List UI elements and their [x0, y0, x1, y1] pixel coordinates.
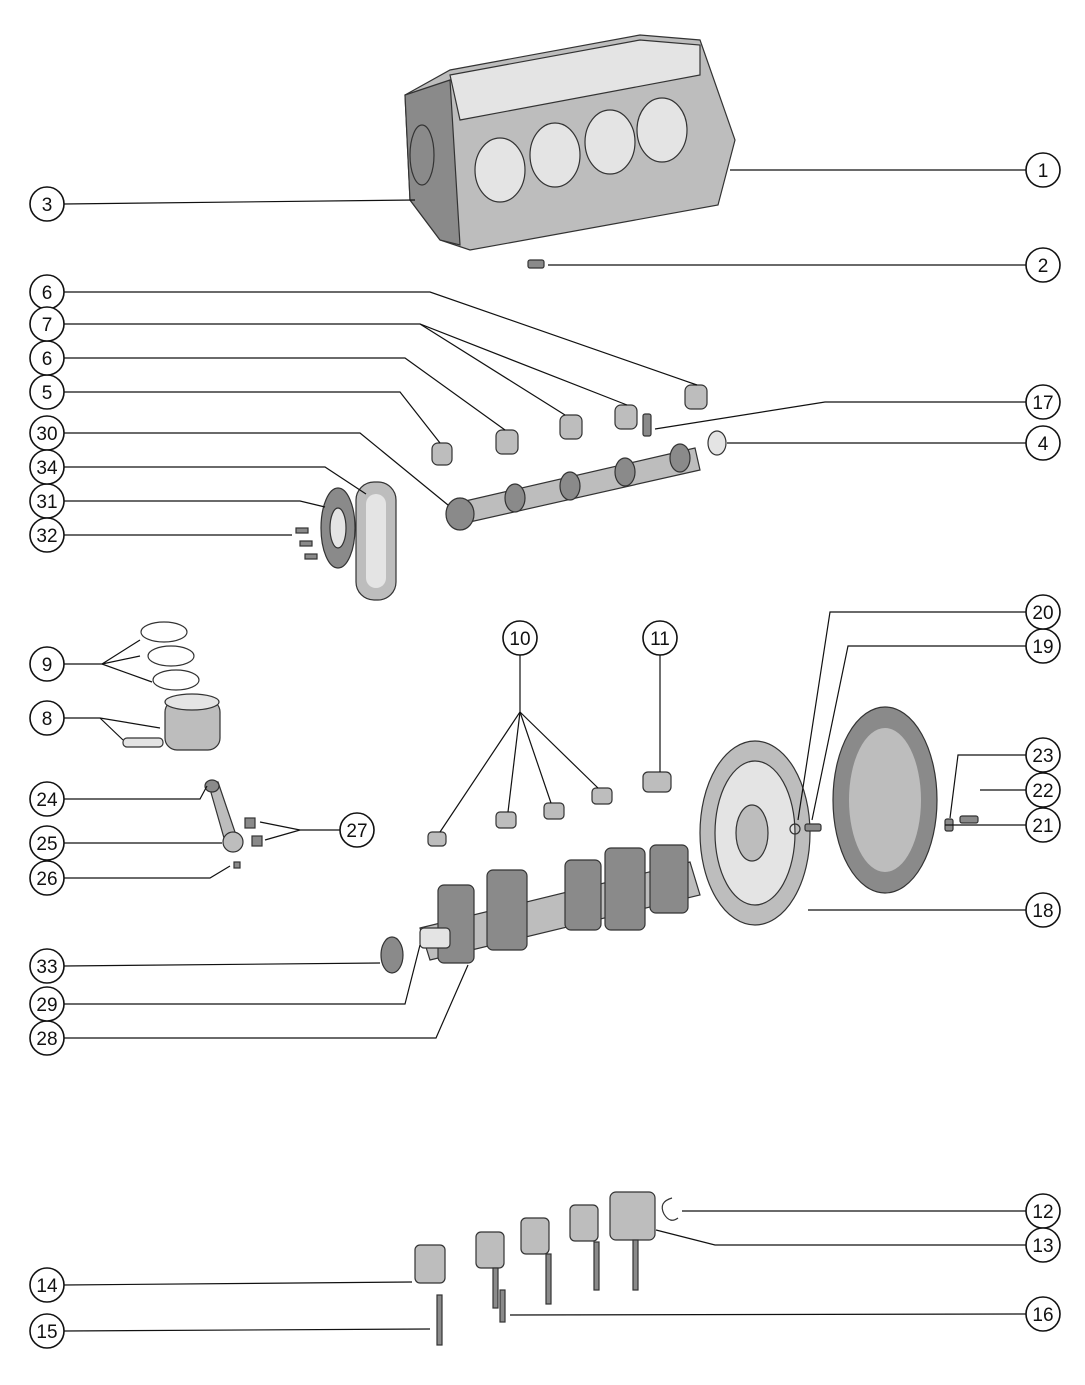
- timing-chain-part: [355, 481, 397, 601]
- callout-1: 1: [1025, 152, 1061, 188]
- svg-text:10: 10: [509, 629, 530, 650]
- callout-25: 25: [29, 825, 65, 861]
- callout-32: 32: [29, 517, 65, 553]
- callout-22: 22: [1025, 772, 1061, 808]
- callout-33: 33: [29, 948, 65, 984]
- svg-text:27: 27: [346, 821, 367, 842]
- cam-sprocket-part: [320, 487, 356, 569]
- callout-5: 5: [29, 374, 65, 410]
- svg-text:33: 33: [36, 957, 57, 978]
- svg-text:8: 8: [42, 709, 53, 730]
- svg-text:1: 1: [1038, 161, 1049, 182]
- callout-13: 13: [1025, 1227, 1061, 1263]
- svg-text:11: 11: [650, 629, 670, 650]
- svg-text:4: 4: [1038, 434, 1049, 455]
- svg-text:16: 16: [1032, 1305, 1053, 1326]
- callout-21: 21: [1025, 807, 1061, 843]
- svg-text:19: 19: [1032, 637, 1053, 658]
- callout-10: 10: [502, 620, 538, 656]
- svg-text:28: 28: [36, 1029, 57, 1050]
- svg-text:15: 15: [36, 1322, 57, 1343]
- callout-23: 23: [1025, 737, 1061, 773]
- connecting-rod-part: [204, 779, 263, 869]
- callout-34: 34: [29, 449, 65, 485]
- svg-text:6: 6: [42, 349, 53, 370]
- main-bearings-part: [427, 771, 672, 847]
- cap-bolts-part: [436, 1239, 639, 1346]
- svg-text:23: 23: [1032, 746, 1053, 767]
- callout-27: 27: [339, 812, 375, 848]
- callout-15: 15: [29, 1313, 65, 1349]
- svg-text:31: 31: [36, 492, 57, 513]
- callout-2: 2: [1025, 247, 1061, 283]
- flywheel-part: [699, 740, 811, 926]
- svg-text:26: 26: [36, 869, 57, 890]
- svg-text:30: 30: [36, 424, 57, 445]
- callout-31: 31: [29, 483, 65, 519]
- svg-text:25: 25: [36, 834, 57, 855]
- cam-bearings-part: [431, 384, 708, 466]
- svg-text:22: 22: [1032, 781, 1053, 802]
- callout-24: 24: [29, 781, 65, 817]
- callout-7: 7: [29, 306, 65, 342]
- leader-lines: [63, 169, 1027, 1332]
- callout-6-lower: 6: [29, 340, 65, 376]
- svg-text:12: 12: [1032, 1202, 1053, 1223]
- callout-11: 11: [642, 620, 678, 656]
- svg-text:5: 5: [42, 383, 53, 404]
- crank-sprocket-part: [380, 936, 404, 974]
- svg-text:13: 13: [1032, 1236, 1053, 1257]
- engine-block-part: [404, 34, 736, 251]
- sprocket-bolts-part: [295, 527, 318, 560]
- svg-text:17: 17: [1032, 393, 1053, 414]
- crankshaft-part: [419, 844, 701, 964]
- callout-12: 12: [1025, 1193, 1061, 1229]
- callout-14: 14: [29, 1267, 65, 1303]
- bearing-caps-part: [414, 1191, 656, 1284]
- callout-30: 30: [29, 415, 65, 451]
- callout-28: 28: [29, 1020, 65, 1056]
- callout-6-upper: 6: [29, 274, 65, 310]
- svg-text:3: 3: [42, 195, 53, 216]
- svg-text:20: 20: [1032, 603, 1053, 624]
- svg-text:34: 34: [36, 458, 58, 479]
- coupler-plate-part: [832, 706, 938, 894]
- callout-9: 9: [29, 646, 65, 682]
- callout-16: 16: [1025, 1296, 1061, 1332]
- svg-text:29: 29: [36, 995, 57, 1016]
- cam-plug-part: [707, 430, 727, 456]
- callout-8: 8: [29, 700, 65, 736]
- callout-20: 20: [1025, 594, 1061, 630]
- svg-text:2: 2: [1038, 256, 1049, 277]
- svg-text:24: 24: [36, 790, 58, 811]
- callout-29: 29: [29, 986, 65, 1022]
- callout-19: 19: [1025, 628, 1061, 664]
- svg-text:6: 6: [42, 283, 53, 304]
- svg-text:18: 18: [1032, 901, 1053, 922]
- callout-3: 3: [29, 186, 65, 222]
- callout-26: 26: [29, 860, 65, 896]
- svg-text:9: 9: [42, 655, 53, 676]
- piston-rings-part: [140, 621, 200, 691]
- seal-ring-part: [661, 1197, 679, 1221]
- callout-17: 17: [1025, 384, 1061, 420]
- svg-text:14: 14: [36, 1276, 58, 1297]
- callout-18: 18: [1025, 892, 1061, 928]
- dowel-pin-part: [527, 259, 545, 269]
- camshaft-part: [445, 443, 701, 531]
- callout-4: 4: [1025, 425, 1061, 461]
- svg-text:21: 21: [1032, 816, 1053, 837]
- svg-text:7: 7: [42, 315, 53, 336]
- piston-part: [122, 693, 221, 751]
- svg-text:32: 32: [36, 526, 57, 547]
